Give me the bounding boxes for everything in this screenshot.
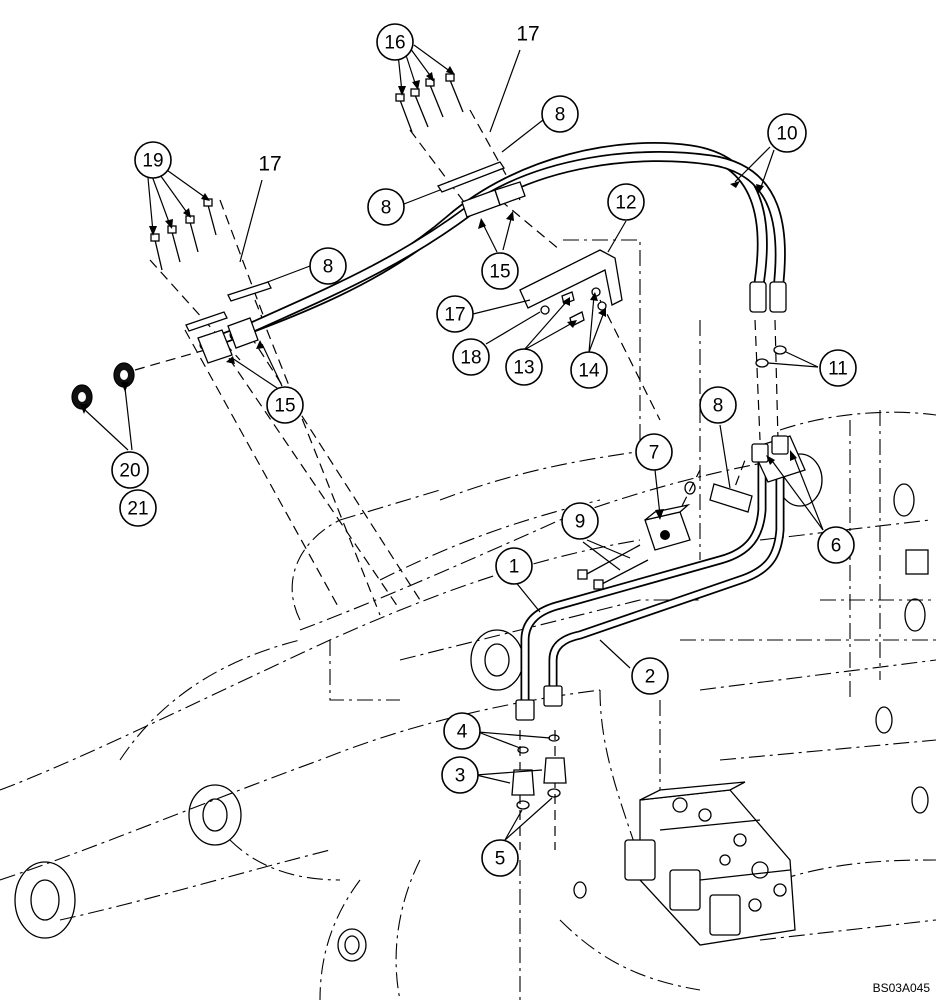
- callout-15: 15: [481, 252, 519, 290]
- callout-20: 20: [111, 451, 149, 489]
- callout-circle: [541, 95, 579, 133]
- callout-18: 18: [452, 338, 490, 376]
- callout-4: 4: [443, 712, 481, 750]
- callout-circle: [699, 386, 737, 424]
- callout-number: 16: [384, 33, 405, 54]
- callout-number: 8: [323, 257, 334, 278]
- callout-8: 8: [309, 247, 347, 285]
- callout-number: 1: [509, 557, 520, 578]
- label-17-left: 17: [258, 153, 281, 176]
- caps-20-21: [71, 362, 135, 410]
- callout-3: 3: [441, 756, 479, 794]
- figure-code: BS03A045: [873, 981, 931, 995]
- callout-number: 14: [578, 361, 600, 382]
- callout-number: 3: [455, 766, 466, 787]
- callout-21: 21: [119, 489, 157, 527]
- callout-circle: [495, 547, 533, 585]
- callout-10: 10: [767, 113, 807, 153]
- callout-circle: [561, 502, 599, 540]
- callout-number: 4: [457, 722, 468, 743]
- callout-number: 8: [555, 105, 566, 126]
- callout-6: 6: [817, 526, 855, 564]
- bolts-9: [577, 544, 649, 590]
- callout-circle: [309, 247, 347, 285]
- callout-11: 11: [819, 349, 857, 387]
- callout-17: 17: [436, 295, 474, 333]
- callout-number: 6: [831, 536, 842, 557]
- callout-5: 5: [481, 839, 519, 877]
- callout-15: 15: [266, 386, 304, 424]
- callout-1: 1: [495, 547, 533, 585]
- callout-number: 17: [444, 305, 465, 326]
- callout-circle: [266, 386, 304, 424]
- callout-number: 2: [645, 667, 656, 688]
- callout-circle: [441, 756, 479, 794]
- callout-circle: [452, 338, 490, 376]
- callout-circle: [443, 712, 481, 750]
- callout-8: 8: [699, 386, 737, 424]
- hoses-10: [197, 142, 787, 364]
- callout-circle: [367, 188, 405, 226]
- bolt-set-16: [395, 73, 464, 133]
- callout-circle: [607, 183, 645, 221]
- callout-circle: [767, 113, 807, 153]
- callout-13: 13: [505, 348, 543, 386]
- callout-number: 8: [381, 198, 392, 219]
- loader-frame-phantom: [0, 239, 936, 1000]
- callout-number: 8: [713, 396, 724, 417]
- callout-circle: [376, 23, 414, 61]
- callout-circle: [505, 348, 543, 386]
- clamp-block-7: [644, 503, 691, 551]
- callout-8: 8: [541, 95, 579, 133]
- callout-2: 2: [631, 657, 669, 695]
- callout-number: 7: [649, 443, 660, 464]
- steel-tubes-1-2: [515, 435, 806, 721]
- callout-8: 8: [367, 188, 405, 226]
- callout-circle: [134, 141, 172, 179]
- arrowheads: [80, 66, 797, 520]
- callout-number: 18: [460, 348, 481, 369]
- callout-number: 21: [127, 499, 148, 520]
- label-17-top: 17: [516, 23, 539, 46]
- assembly-lines: [134, 109, 779, 850]
- callout-number: 5: [495, 849, 506, 870]
- callout-7: 7: [635, 433, 673, 471]
- callout-number: 15: [274, 396, 295, 417]
- callout-circle: [481, 839, 519, 877]
- callout-circle: [119, 489, 157, 527]
- callout-number: 10: [776, 124, 797, 145]
- control-valve: [624, 781, 796, 946]
- callout-19: 19: [134, 141, 172, 179]
- callout-number: 9: [575, 512, 586, 533]
- callout-circle: [819, 349, 857, 387]
- callout-circle: [635, 433, 673, 471]
- callout-14: 14: [570, 351, 608, 389]
- callout-number: 19: [142, 151, 163, 172]
- clamp-plates-8: [185, 161, 753, 513]
- callout-12: 12: [607, 183, 645, 221]
- callout-circle: [436, 295, 474, 333]
- callout-number: 15: [489, 262, 510, 283]
- callout-circle: [817, 526, 855, 564]
- bolt-set-19: [150, 198, 217, 271]
- callout-number: 11: [828, 359, 848, 380]
- callout-number: 20: [119, 461, 140, 482]
- callout-circle: [111, 451, 149, 489]
- callout-circle: [570, 351, 608, 389]
- callout-number: 13: [513, 358, 534, 379]
- leader-lines: [84, 44, 824, 841]
- callout-circle: [481, 252, 519, 290]
- callout-circle: [631, 657, 669, 695]
- callout-9: 9: [561, 502, 599, 540]
- callout-16: 16: [376, 23, 414, 61]
- callout-number: 12: [615, 193, 636, 214]
